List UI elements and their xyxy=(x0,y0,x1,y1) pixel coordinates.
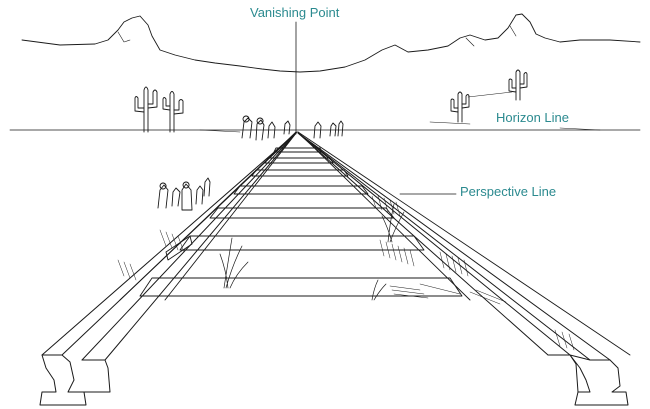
foreground-travelers-group xyxy=(157,177,211,211)
vanishing-point-label: Vanishing Point xyxy=(250,5,340,20)
cactus-right-1 xyxy=(450,91,470,123)
cactus-left-1 xyxy=(134,86,158,133)
grass-tufts xyxy=(219,203,405,301)
railroad-ties xyxy=(139,147,463,297)
mountain-range xyxy=(21,13,641,73)
sign-on-rail xyxy=(165,235,193,261)
left-rail xyxy=(39,132,297,406)
distant-travelers-group xyxy=(241,115,344,141)
ground-hatching xyxy=(117,195,575,351)
track-bed-edges xyxy=(119,131,631,356)
horizon-line-label: Horizon Line xyxy=(496,110,569,125)
cactus-left-2 xyxy=(162,91,184,133)
cactus-right-2 xyxy=(508,69,528,101)
right-rail xyxy=(297,132,629,406)
perspective-line-label: Perspective Line xyxy=(460,184,557,199)
